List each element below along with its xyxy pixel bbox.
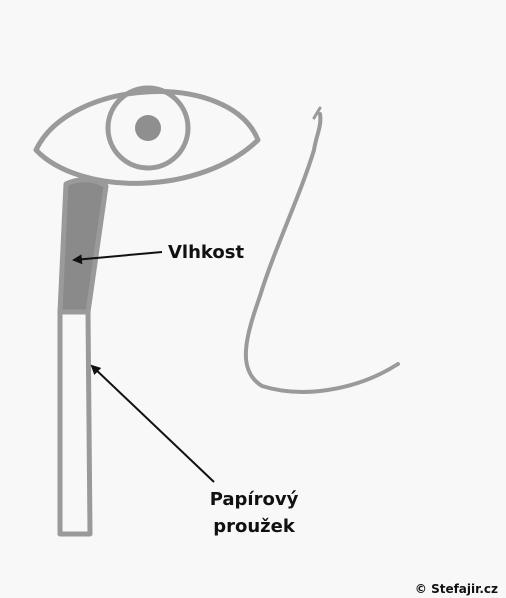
- paper-strip-label-line1: Papírový: [202, 486, 306, 513]
- paper-strip-arrow: [92, 366, 214, 482]
- nose-outline: [246, 114, 398, 392]
- paper-strip-label: Papírový proužek: [202, 486, 306, 540]
- moisture-label: Vlhkost: [168, 242, 244, 263]
- paper-strip-label-line2: proužek: [202, 513, 306, 540]
- pupil: [135, 115, 161, 141]
- copyright-notice: © Stefajir.cz: [415, 582, 498, 596]
- paper-strip-wet-part: [60, 180, 106, 312]
- paper-strip-dry-part: [60, 312, 90, 534]
